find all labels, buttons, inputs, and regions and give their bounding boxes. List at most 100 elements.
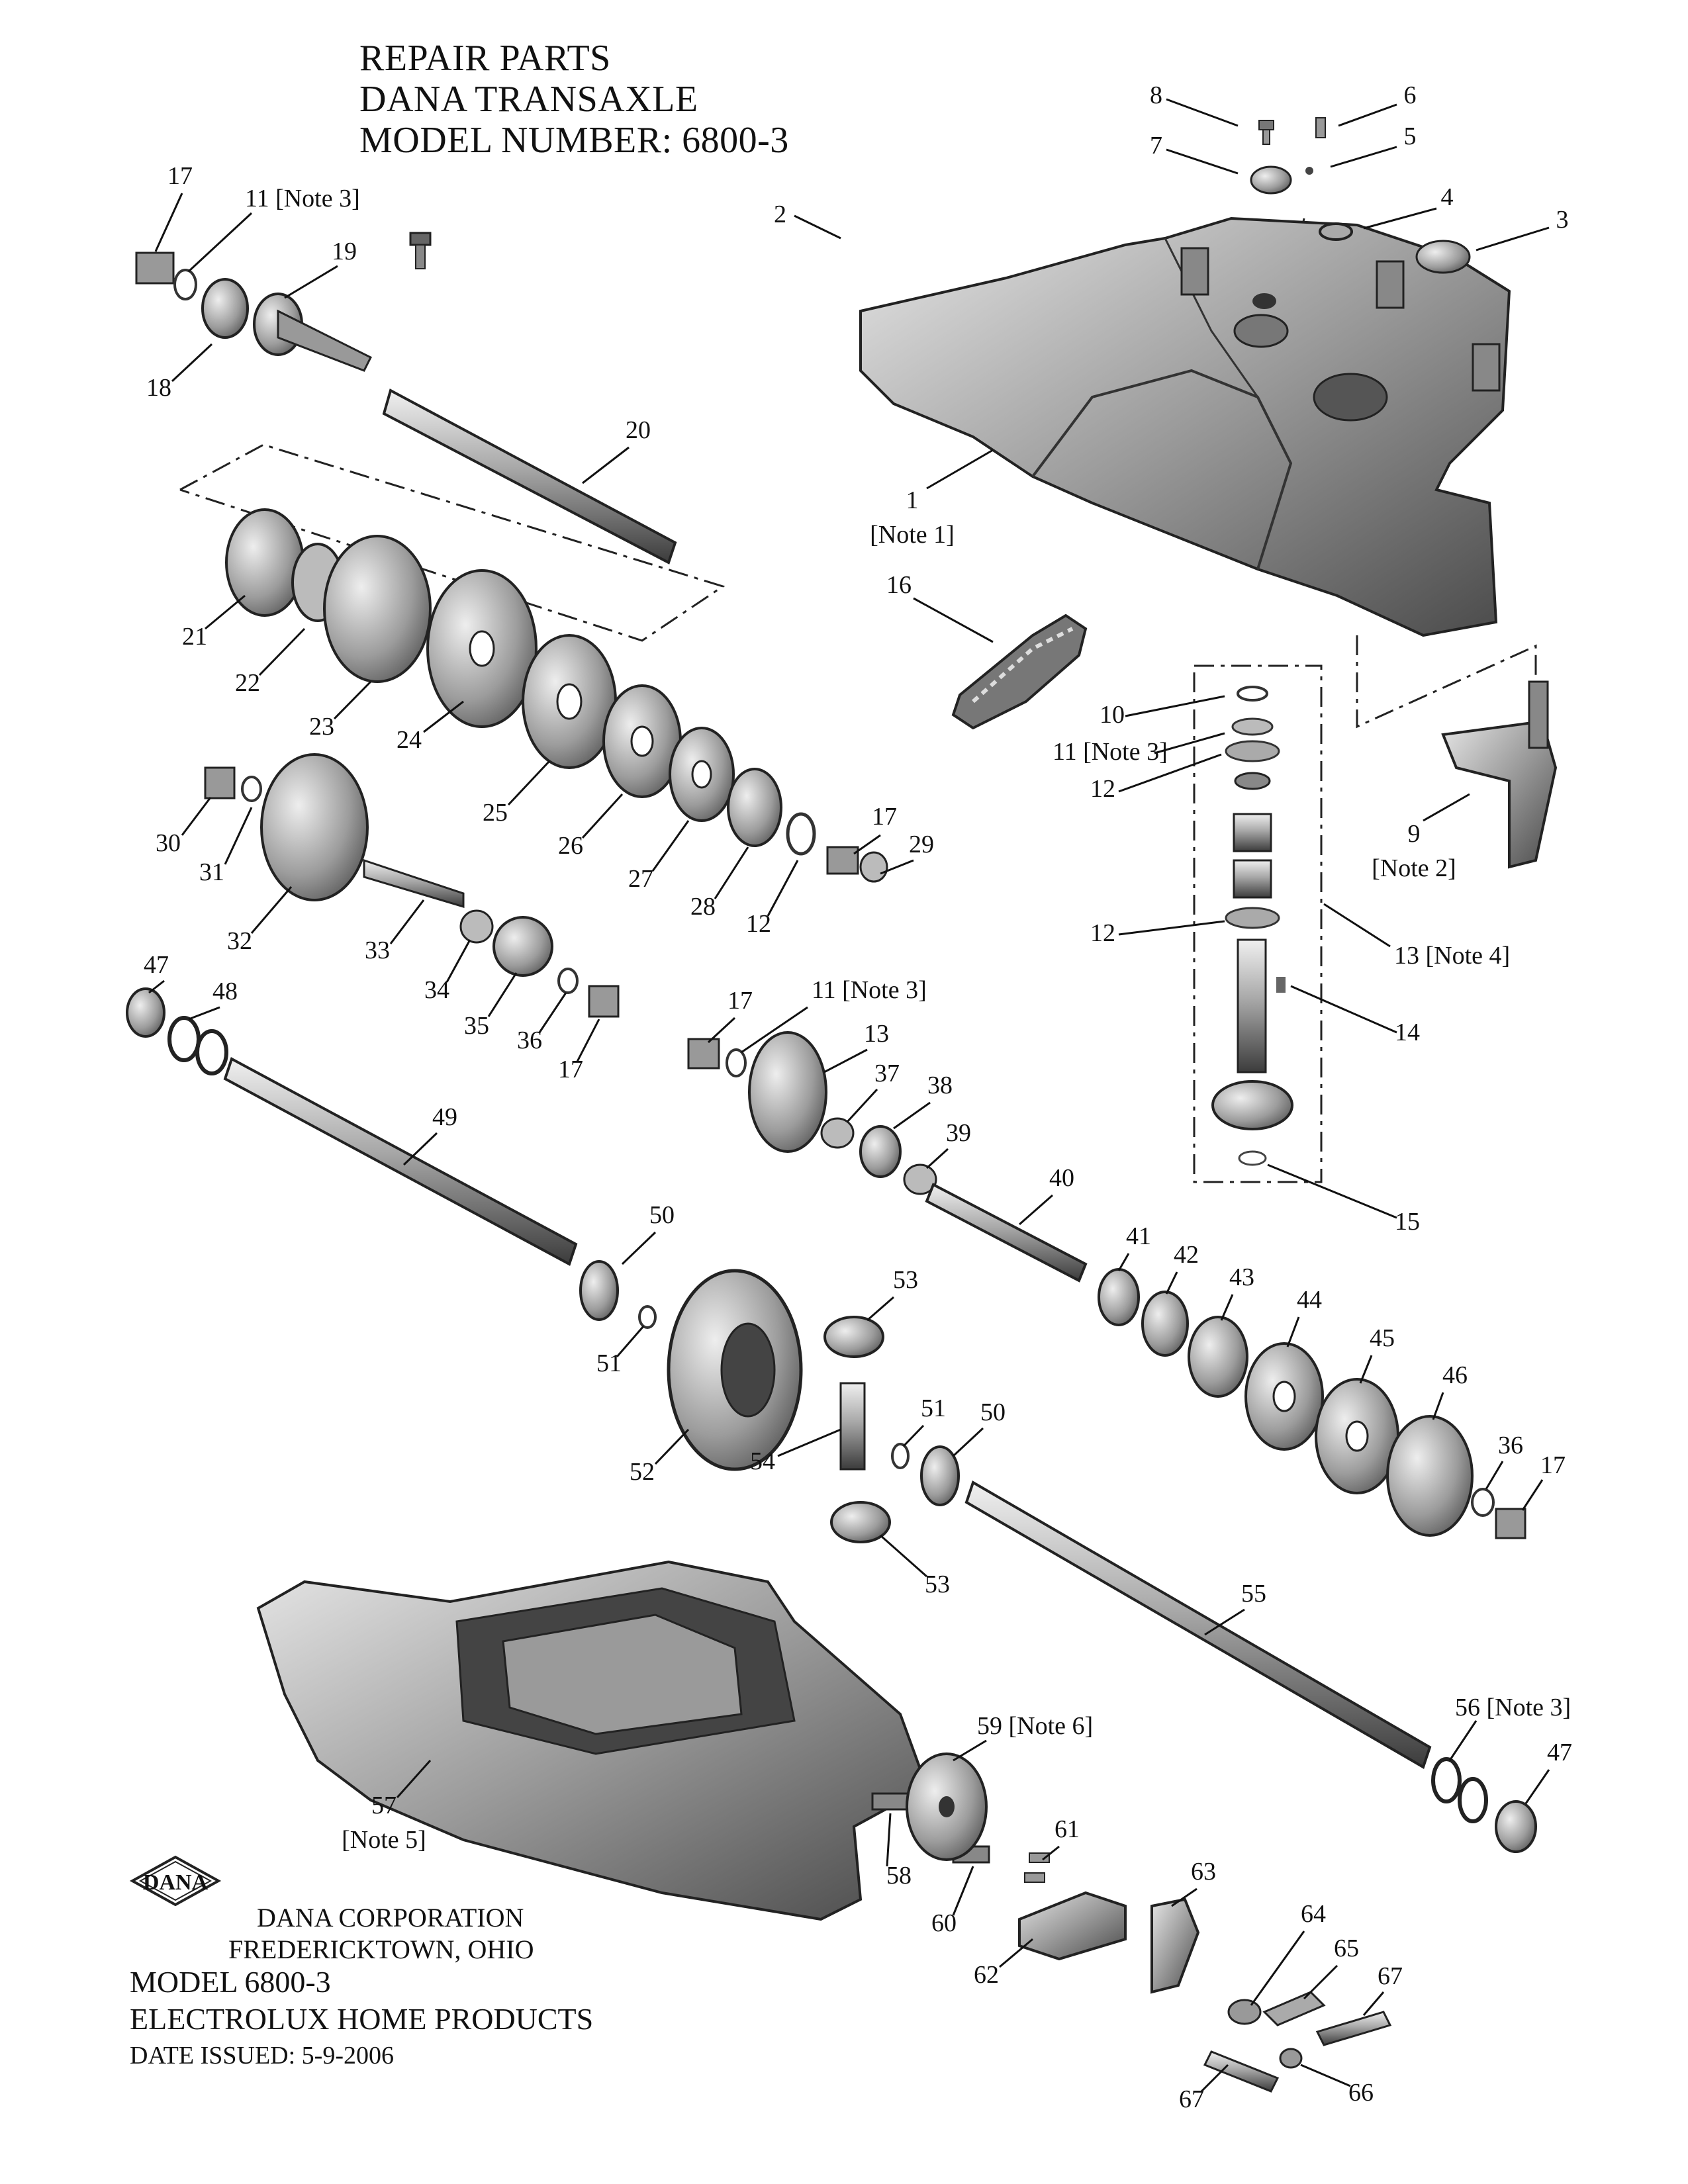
callout-label-c52: 52 bbox=[630, 1458, 655, 1486]
callout-label-c17e: 17 bbox=[1540, 1451, 1566, 1479]
callout-label-c24: 24 bbox=[397, 726, 422, 754]
leader-line-c48 bbox=[188, 1006, 220, 1021]
leader-line-c35 bbox=[487, 972, 518, 1017]
callout-label-c25: 25 bbox=[483, 799, 508, 827]
callout-label-c21: 21 bbox=[182, 623, 207, 651]
callout-label-c13b: 13 bbox=[864, 1020, 889, 1048]
callout-label-c48: 48 bbox=[212, 978, 238, 1005]
callout-label-c19: 19 bbox=[332, 238, 357, 265]
leader-line-c51a bbox=[616, 1326, 645, 1357]
leader-line-c38 bbox=[893, 1101, 931, 1130]
leader-line-c12b bbox=[1118, 920, 1225, 936]
leader-line-c64 bbox=[1250, 1931, 1305, 2006]
callout-note-c1: [Note 1] bbox=[870, 521, 955, 549]
leader-line-c5 bbox=[1330, 146, 1397, 168]
title-line-2: DANA TRANSAXLE bbox=[359, 79, 698, 120]
leader-line-c11b bbox=[741, 1006, 808, 1054]
callout-label-c12b: 12 bbox=[1090, 919, 1115, 947]
leader-line-c67b bbox=[1200, 2064, 1229, 2093]
company-location: FREDERICKTOWN, OHIO bbox=[228, 1934, 534, 1964]
callout-note-c9: [Note 2] bbox=[1372, 854, 1456, 882]
callout-label-c30: 30 bbox=[156, 829, 181, 857]
callout-label-c9: 9 bbox=[1408, 820, 1421, 848]
callout-label-c63: 63 bbox=[1191, 1858, 1216, 1886]
leader-line-c44 bbox=[1286, 1316, 1300, 1347]
brake-assembly-parts bbox=[871, 1752, 1392, 2093]
leader-line-c13b bbox=[823, 1048, 868, 1073]
leader-line-c46 bbox=[1432, 1392, 1444, 1420]
callout-label-c51b: 51 bbox=[921, 1394, 946, 1422]
callout-label-c37: 37 bbox=[874, 1060, 900, 1087]
input-shaft-assembly bbox=[135, 251, 677, 565]
leader-line-c41 bbox=[1117, 1253, 1130, 1271]
callout-label-c7: 7 bbox=[1150, 132, 1162, 159]
brake-shaft-stack bbox=[1211, 686, 1293, 1166]
leader-line-c59 bbox=[953, 1739, 987, 1762]
leader-line-c13a bbox=[1323, 903, 1391, 948]
footer-customer: ELECTROLUX HOME PRODUCTS bbox=[130, 2002, 594, 2036]
leader-line-c43 bbox=[1220, 1294, 1234, 1321]
callout-label-c10: 10 bbox=[1100, 701, 1125, 729]
callout-label-c39: 39 bbox=[946, 1119, 971, 1147]
leader-line-c15 bbox=[1267, 1163, 1397, 1219]
callout-label-c22: 22 bbox=[235, 669, 260, 697]
leader-line-c27 bbox=[651, 820, 690, 872]
leader-line-c65 bbox=[1303, 1964, 1338, 2000]
leader-line-c28 bbox=[714, 846, 749, 899]
callout-label-c55: 55 bbox=[1241, 1580, 1266, 1608]
leader-line-c21 bbox=[205, 594, 246, 630]
callout-label-c11b: 11 [Note 3] bbox=[812, 976, 927, 1004]
callout-label-c57: 57 bbox=[371, 1792, 397, 1819]
callout-label-c53b: 53 bbox=[925, 1570, 950, 1598]
leader-line-c12a bbox=[1118, 753, 1222, 793]
callout-label-c43: 43 bbox=[1229, 1263, 1254, 1291]
callout-label-c67b: 67 bbox=[1179, 2085, 1204, 2113]
leader-line-c14 bbox=[1290, 985, 1397, 1034]
leader-line-c47a bbox=[148, 979, 165, 994]
leader-line-c53b bbox=[880, 1534, 927, 1578]
callout-label-c38: 38 bbox=[927, 1071, 953, 1099]
footer-model: MODEL 6800-3 bbox=[130, 1965, 331, 1999]
callout-label-c51a: 51 bbox=[596, 1349, 622, 1377]
leader-line-c40 bbox=[1019, 1194, 1053, 1226]
callout-label-c31: 31 bbox=[199, 858, 224, 886]
leader-line-c34 bbox=[445, 939, 471, 983]
callout-label-c18: 18 bbox=[146, 374, 171, 402]
callout-label-c56: 56 [Note 3] bbox=[1455, 1694, 1571, 1721]
callout-label-c3: 3 bbox=[1556, 206, 1569, 234]
leader-line-c17a bbox=[154, 193, 183, 252]
leader-line-c36b bbox=[1485, 1461, 1504, 1490]
leader-line-c23 bbox=[333, 680, 372, 720]
leader-line-c11c bbox=[1154, 732, 1225, 754]
leader-line-c17b bbox=[853, 834, 881, 855]
leader-line-c50a bbox=[621, 1231, 657, 1265]
leader-line-c20 bbox=[582, 446, 630, 484]
callout-label-c33: 33 bbox=[365, 936, 390, 964]
callout-label-c4: 4 bbox=[1441, 183, 1454, 211]
leader-line-c26 bbox=[581, 793, 624, 839]
leader-line-c37 bbox=[846, 1088, 878, 1123]
shift-fork-part-9 bbox=[1441, 680, 1558, 869]
callout-label-c47b: 47 bbox=[1547, 1739, 1572, 1766]
upper-housing-part-1 bbox=[859, 216, 1511, 637]
callout-label-c50b: 50 bbox=[980, 1398, 1006, 1426]
leader-line-c67a bbox=[1362, 1991, 1385, 2016]
leader-line-c17c bbox=[576, 1019, 600, 1062]
leader-line-c9 bbox=[1423, 793, 1470, 822]
callout-label-c40: 40 bbox=[1049, 1164, 1074, 1192]
callout-note-c57: [Note 5] bbox=[342, 1826, 426, 1854]
leader-line-c51b bbox=[902, 1424, 925, 1447]
leader-line-c31 bbox=[224, 807, 253, 865]
leader-line-c54 bbox=[777, 1428, 841, 1457]
differential-bevel-assembly bbox=[687, 1031, 1088, 1283]
leader-line-c58 bbox=[886, 1813, 892, 1867]
callout-label-c8: 8 bbox=[1150, 81, 1162, 109]
title-line-3: MODEL NUMBER: 6800-3 bbox=[359, 120, 789, 161]
leader-line-c63 bbox=[1171, 1888, 1197, 1907]
callout-label-c11c: 11 [Note 3] bbox=[1053, 738, 1168, 766]
leader-line-c7 bbox=[1166, 148, 1239, 175]
callout-label-c66: 66 bbox=[1348, 2079, 1374, 2107]
leader-line-c60 bbox=[952, 1866, 974, 1916]
callout-label-c32: 32 bbox=[227, 927, 252, 955]
callout-label-c17b: 17 bbox=[872, 803, 897, 831]
